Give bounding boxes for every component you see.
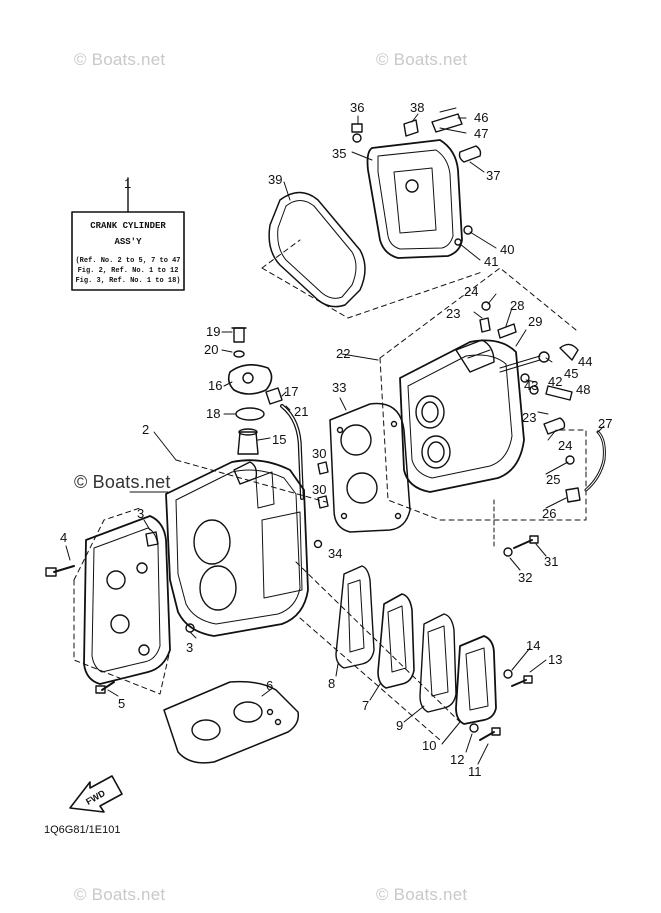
callout-11: 11 xyxy=(468,764,482,779)
callout-8: 8 xyxy=(328,676,335,691)
label-ref-3: Fig. 3, Ref. No. 1 to 18) xyxy=(75,277,180,285)
callout-24a: 24 xyxy=(464,284,478,299)
watermark-middle: © Boats.net xyxy=(74,472,171,492)
callout-3a: 3 xyxy=(137,506,144,521)
callout-12: 12 xyxy=(450,752,464,767)
callout-1: 1 xyxy=(124,176,131,191)
callout-16: 16 xyxy=(208,378,222,393)
watermark-bottom-left: © Boats.net xyxy=(74,885,166,904)
callout-21: 21 xyxy=(294,404,308,419)
head-gasket xyxy=(329,397,411,533)
callout-47: 47 xyxy=(474,126,488,141)
callout-42: 42 xyxy=(548,374,562,389)
callout-43: 43 xyxy=(524,378,538,393)
callout-34: 34 xyxy=(328,546,342,561)
callout-30a: 30 xyxy=(312,446,326,461)
callout-36: 36 xyxy=(350,100,364,115)
callout-29: 29 xyxy=(528,314,542,329)
head-cover-group xyxy=(261,107,497,319)
callout-41: 41 xyxy=(484,254,498,269)
callout-48: 48 xyxy=(576,382,590,397)
callout-5: 5 xyxy=(118,696,125,711)
callout-4: 4 xyxy=(60,530,67,545)
callout-19: 19 xyxy=(206,324,220,339)
callout-18: 18 xyxy=(206,406,220,421)
label-line-2: ASS'Y xyxy=(114,237,142,247)
callout-2: 2 xyxy=(142,422,149,437)
cylinder-block-group xyxy=(45,431,327,697)
callout-31: 31 xyxy=(544,554,558,569)
callout-22: 22 xyxy=(336,346,350,361)
callout-6: 6 xyxy=(266,678,273,693)
callout-32: 32 xyxy=(518,570,532,585)
callout-26: 26 xyxy=(542,506,556,521)
fwd-arrow-icon xyxy=(69,775,123,813)
label-ref-1: (Ref. No. 2 to 5, 7 to 47 xyxy=(75,257,180,265)
callout-7: 7 xyxy=(362,698,369,713)
callout-45: 45 xyxy=(564,366,578,381)
callout-46: 46 xyxy=(474,110,488,125)
callout-9: 9 xyxy=(396,718,403,733)
callout-15: 15 xyxy=(272,432,286,447)
label-line-1: CRANK CYLINDER xyxy=(90,221,166,231)
callout-44: 44 xyxy=(578,354,592,369)
diagram-code: 1Q6G81/1E101 xyxy=(44,824,121,836)
watermark-top-left: © Boats.net xyxy=(74,50,166,69)
callout-23a: 23 xyxy=(446,306,460,321)
callout-13: 13 xyxy=(548,652,562,667)
thermostat-assembly xyxy=(221,327,304,500)
callout-27: 27 xyxy=(598,416,612,431)
callout-28: 28 xyxy=(510,298,524,313)
callout-20: 20 xyxy=(204,342,218,357)
callout-35: 35 xyxy=(332,146,346,161)
exhaust-cover-group xyxy=(295,561,547,765)
bolt-31-32 xyxy=(493,499,547,571)
callout-39: 39 xyxy=(268,172,282,187)
callout-30b: 30 xyxy=(312,482,326,497)
callout-33: 33 xyxy=(332,380,346,395)
callout-25: 25 xyxy=(546,472,560,487)
callout-10: 10 xyxy=(422,738,436,753)
callout-40: 40 xyxy=(500,242,514,257)
watermark-bottom-right: © Boats.net xyxy=(376,885,468,904)
callout-numbers: 1 2 3 3 4 5 6 7 8 9 10 11 12 13 14 15 16… xyxy=(60,100,612,779)
callout-24b: 24 xyxy=(558,438,572,453)
base-gasket xyxy=(163,680,300,764)
callout-37: 37 xyxy=(486,168,500,183)
label-ref-2: Fig. 2, Ref. No. 1 to 12 xyxy=(78,267,179,275)
dowel-pins xyxy=(313,461,329,549)
cylinder-head-group xyxy=(341,267,606,521)
callout-17: 17 xyxy=(284,384,298,399)
assembly-label-box xyxy=(71,177,185,291)
callout-23b: 23 xyxy=(522,410,536,425)
watermark-top-right: © Boats.net xyxy=(376,50,468,69)
callout-38: 38 xyxy=(410,100,424,115)
callout-14: 14 xyxy=(526,638,540,653)
callout-3b: 3 xyxy=(186,640,193,655)
